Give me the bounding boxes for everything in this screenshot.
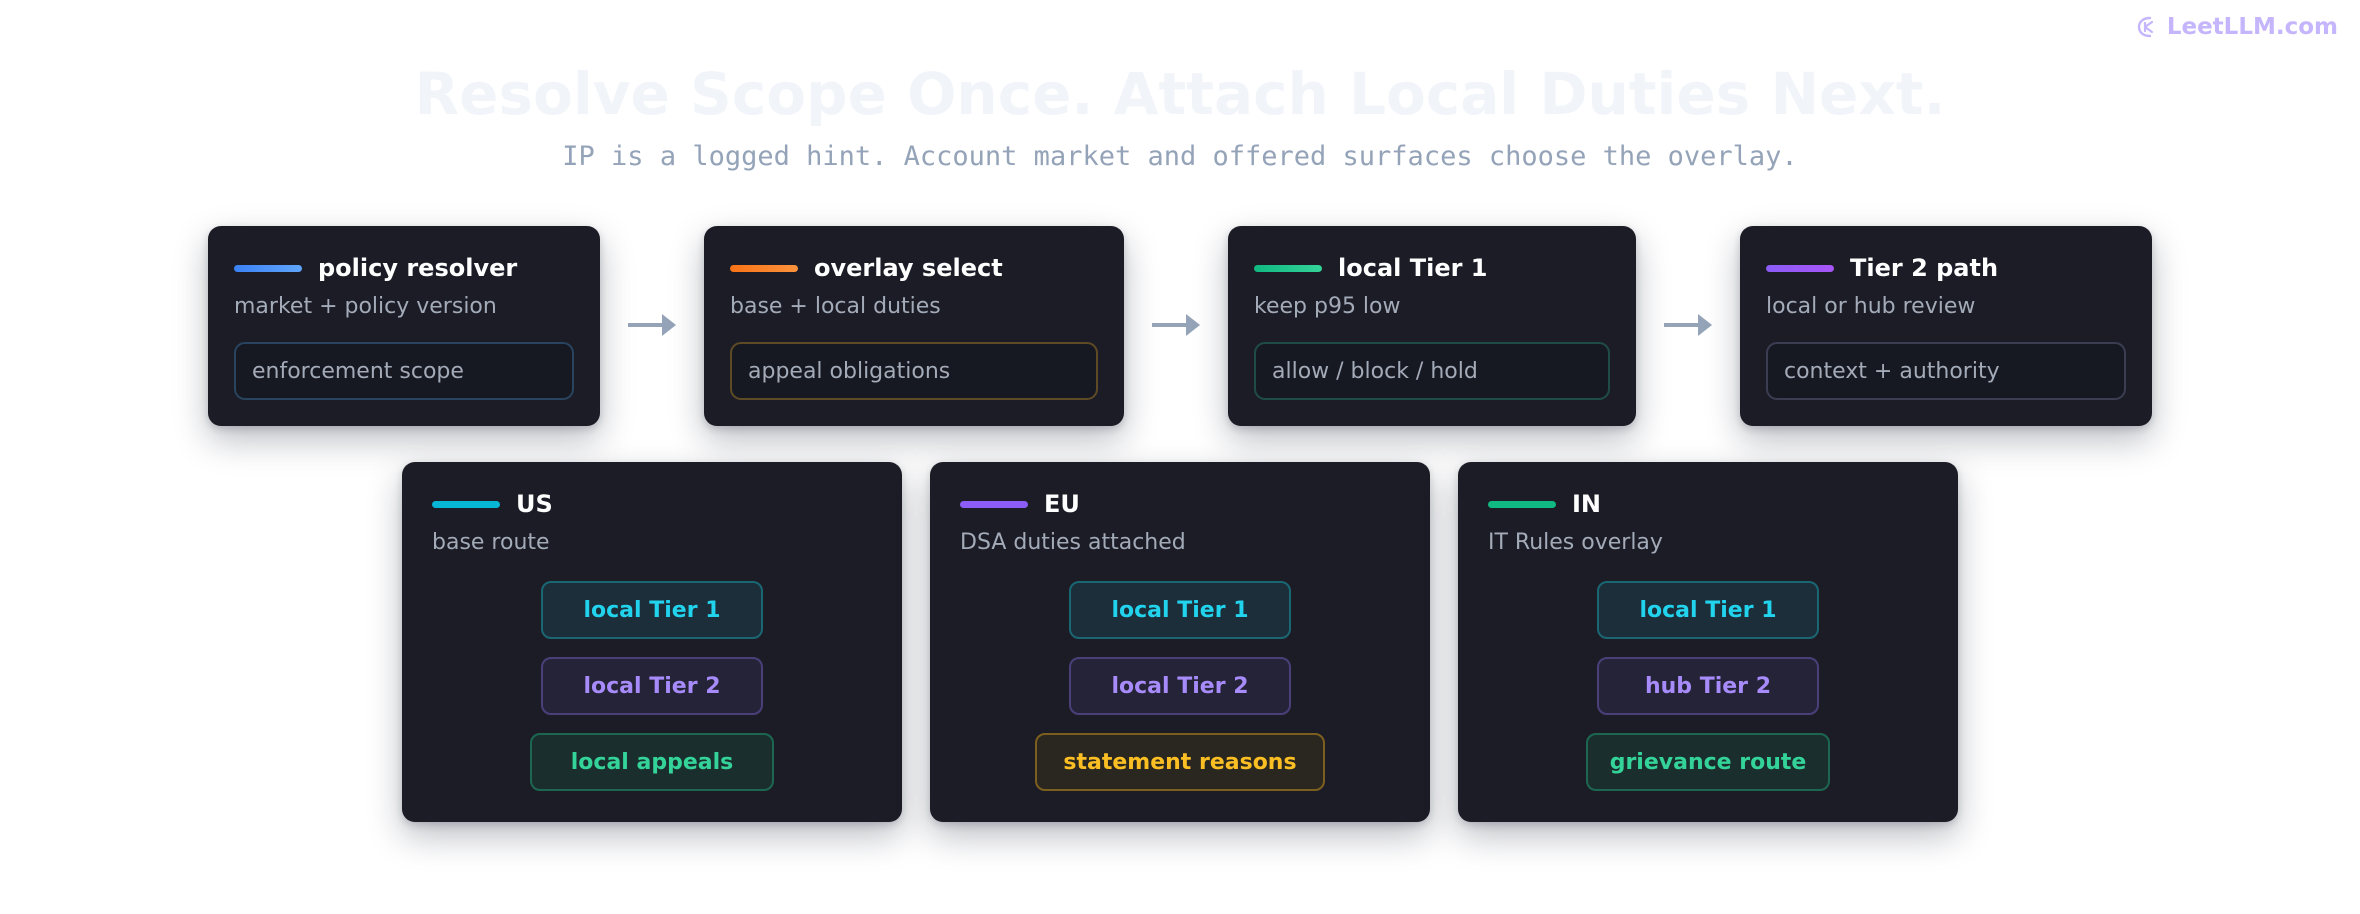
tier-2-pill: local Tier 2 [541,657,763,715]
accent-bar [234,264,302,272]
card-overlay-select: overlay select base + local duties appea… [704,226,1124,426]
accent-bar [730,264,798,272]
accent-bar [960,500,1028,508]
page-title: Resolve Scope Once. Attach Local Duties … [414,60,1946,128]
grievance-route-pill: grievance route [1586,733,1830,791]
region-subtitle: IT Rules overlay [1488,530,1663,555]
card-title: policy resolver [318,254,518,282]
region-subtitle: base route [432,530,550,555]
region-title: IN [1572,490,1602,518]
card-tier-2-path: Tier 2 path local or hub review context … [1740,226,2152,426]
appeals-pill: local appeals [530,733,774,791]
card-subtitle: market + policy version [234,294,497,319]
enforcement-scope-field: enforcement scope [234,342,574,400]
page-subtitle: IP is a logged hint. Account market and … [562,141,1798,172]
region-subtitle: DSA duties attached [960,530,1186,555]
region-title: EU [1044,490,1080,518]
accent-bar [1488,500,1556,508]
tier-1-pill: local Tier 1 [1597,581,1819,639]
appeal-obligations-field: appeal obligations [730,342,1098,400]
card-title: overlay select [814,254,1003,282]
card-title: Tier 2 path [1850,254,1999,282]
accent-bar [1254,264,1322,272]
leetllm-logo-icon [2135,14,2159,40]
statement-reasons-pill: statement reasons [1035,733,1325,791]
card-title: local Tier 1 [1338,254,1488,282]
card-subtitle: local or hub review [1766,294,1976,319]
region-card-in: IN IT Rules overlay local Tier 1 hub Tie… [1458,462,1958,822]
decision-field: allow / block / hold [1254,342,1610,400]
tier-2-pill: local Tier 2 [1069,657,1291,715]
brand-label: LeetLLM.com [2166,14,2338,40]
card-subtitle: base + local duties [730,294,941,319]
card-local-tier-1: local Tier 1 keep p95 low allow / block … [1228,226,1636,426]
arrow-right-icon [1664,314,1712,336]
region-card-us: US base route local Tier 1 local Tier 2 … [402,462,902,822]
card-policy-resolver: policy resolver market + policy version … [208,226,600,426]
region-title: US [516,490,553,518]
arrow-right-icon [628,314,676,336]
tier-1-pill: local Tier 1 [541,581,763,639]
accent-bar [432,500,500,508]
accent-bar [1766,264,1834,272]
card-subtitle: keep p95 low [1254,294,1401,319]
tier-2-pill: hub Tier 2 [1597,657,1819,715]
arrow-right-icon [1152,314,1200,336]
tier-1-pill: local Tier 1 [1069,581,1291,639]
context-authority-field: context + authority [1766,342,2126,400]
region-card-eu: EU DSA duties attached local Tier 1 loca… [930,462,1430,822]
brand-logo: LeetLLM.com [2135,14,2338,40]
